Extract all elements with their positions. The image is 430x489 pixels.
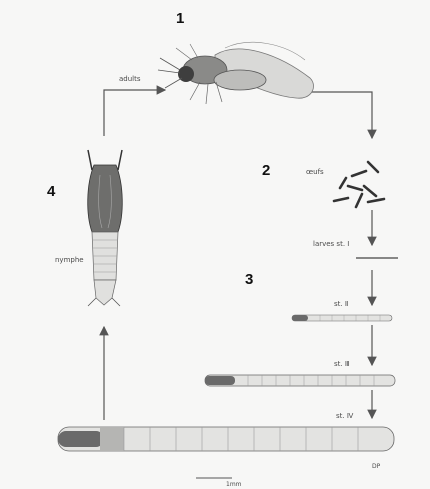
step-number-1: 1	[176, 10, 184, 27]
egg-cluster-icon	[334, 162, 384, 207]
cycle-arrows	[104, 90, 372, 420]
larva-stage-4-icon	[58, 427, 394, 451]
label-larva-stage-2: st. Ⅱ	[334, 300, 348, 308]
label-adults: adults	[119, 75, 141, 83]
label-larva-stage-4: st. Ⅳ	[336, 412, 353, 420]
adult-midge-icon	[158, 42, 314, 104]
larva-stage-3-icon	[205, 375, 395, 386]
label-signature: DP	[372, 463, 380, 470]
pupa-icon	[88, 150, 123, 306]
label-scale: 1mm	[226, 481, 242, 488]
step-number-3: 3	[245, 271, 253, 288]
larva-stage-2-icon	[292, 315, 392, 321]
label-larva-stage-3: st. Ⅲ	[334, 360, 350, 368]
arrow-pupa-to-adult	[104, 90, 165, 136]
label-pupa: nymphe	[55, 256, 84, 264]
label-eggs: œufs	[306, 168, 324, 176]
step-number-4: 4	[47, 183, 55, 200]
label-larva-stage-1: larves st. Ⅰ	[313, 240, 349, 248]
step-number-2: 2	[262, 162, 270, 179]
arrow-adult-to-eggs	[300, 92, 372, 138]
